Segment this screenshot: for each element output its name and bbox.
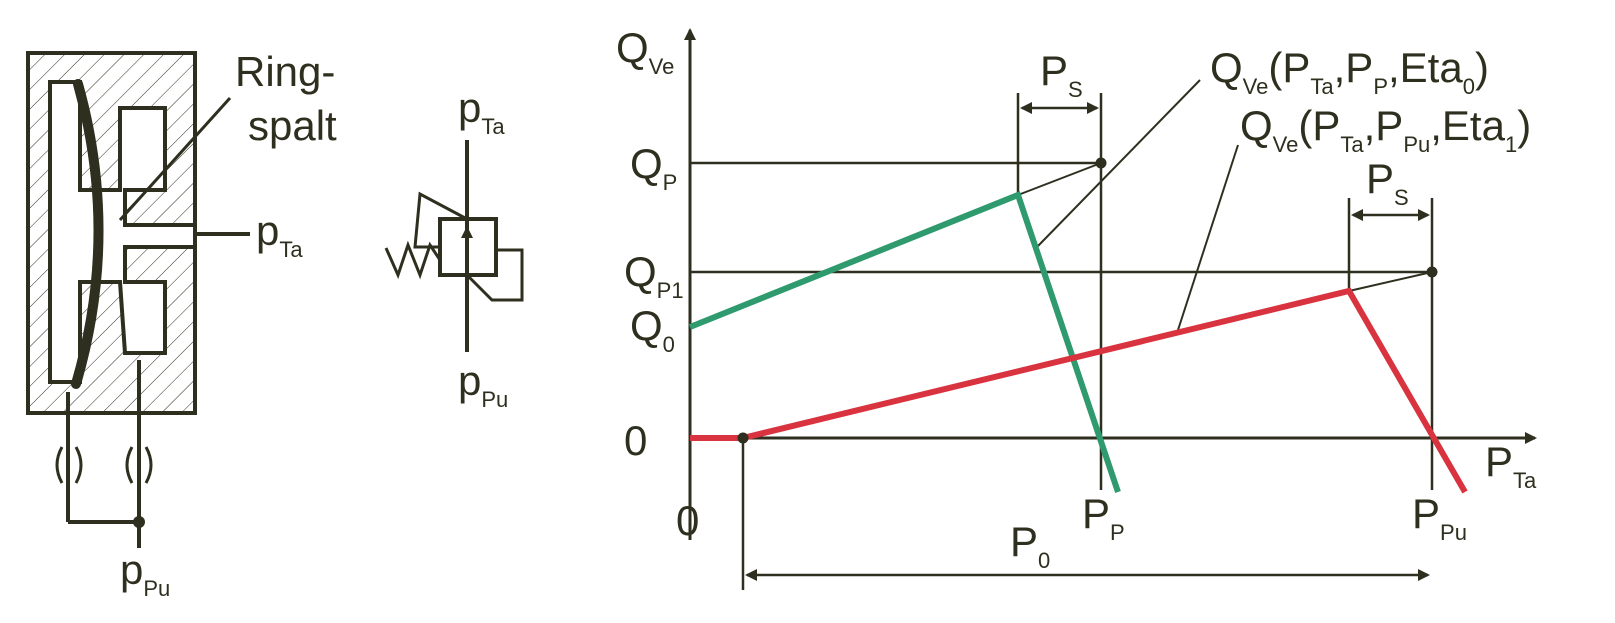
- ring-gap-leader: [118, 96, 232, 222]
- eta0-extension: [1017, 162, 1102, 196]
- orifice-right-icon: [125, 446, 153, 484]
- spring-icon: [384, 240, 442, 280]
- tick-label-ppu: PPu: [1412, 490, 1467, 545]
- eta0-leader: [1037, 79, 1201, 247]
- tick-label-qp: QP: [630, 140, 677, 195]
- tick-label-zero: 0: [624, 417, 647, 464]
- eta1-extension: [1348, 271, 1433, 292]
- valve-body: [26, 51, 197, 415]
- eta0-curve-label: QVe(PTa,PP,Eta0): [1210, 44, 1489, 99]
- valve-symbol: pTa pPu: [384, 84, 524, 412]
- symbol-port-bottom-label: pPu: [458, 357, 508, 412]
- valve-section: Ring- spalt pTa pPu: [26, 48, 337, 601]
- ring-gap-label-2: spalt: [248, 102, 337, 149]
- qp-point: [1095, 157, 1107, 169]
- eta1-curve-label: QVe(PTa,PPu,Eta1): [1240, 102, 1531, 157]
- eta1-curve: [690, 287, 1468, 494]
- ring-gap-seal: [71, 79, 104, 389]
- tick-label-qp1: QP1: [624, 248, 684, 303]
- x-axis-label: PTa: [1485, 438, 1537, 493]
- pump-port-label: pPu: [120, 546, 170, 601]
- tank-port-label: pTa: [256, 207, 303, 262]
- ps2-label: PS: [1366, 155, 1409, 210]
- ps1-label: PS: [1040, 47, 1083, 102]
- eta1-leader: [1177, 144, 1239, 331]
- eta0-curve: [688, 191, 1121, 493]
- symbol-port-top-label: pTa: [458, 84, 505, 139]
- y-axis-label: QVe: [616, 24, 674, 79]
- tick-label-origin: 0: [676, 497, 699, 544]
- qp1-point: [1426, 266, 1438, 278]
- junction-dot: [133, 516, 145, 528]
- tick-label-q0: Q0: [630, 302, 675, 357]
- tick-label-pp: PP: [1082, 490, 1125, 545]
- p0-point: [737, 432, 749, 444]
- orifice-left-icon: [55, 446, 83, 484]
- tick-label-p0: P0: [1010, 518, 1050, 573]
- flow-pressure-graph: QVe PTa QP QP1 Q0 0 0 PP PPu P0 PS PS QV…: [616, 24, 1537, 590]
- pilot-line-top: [413, 191, 468, 249]
- pilot-line-bottom: [465, 248, 524, 302]
- ring-gap-label-1: Ring-: [235, 48, 335, 95]
